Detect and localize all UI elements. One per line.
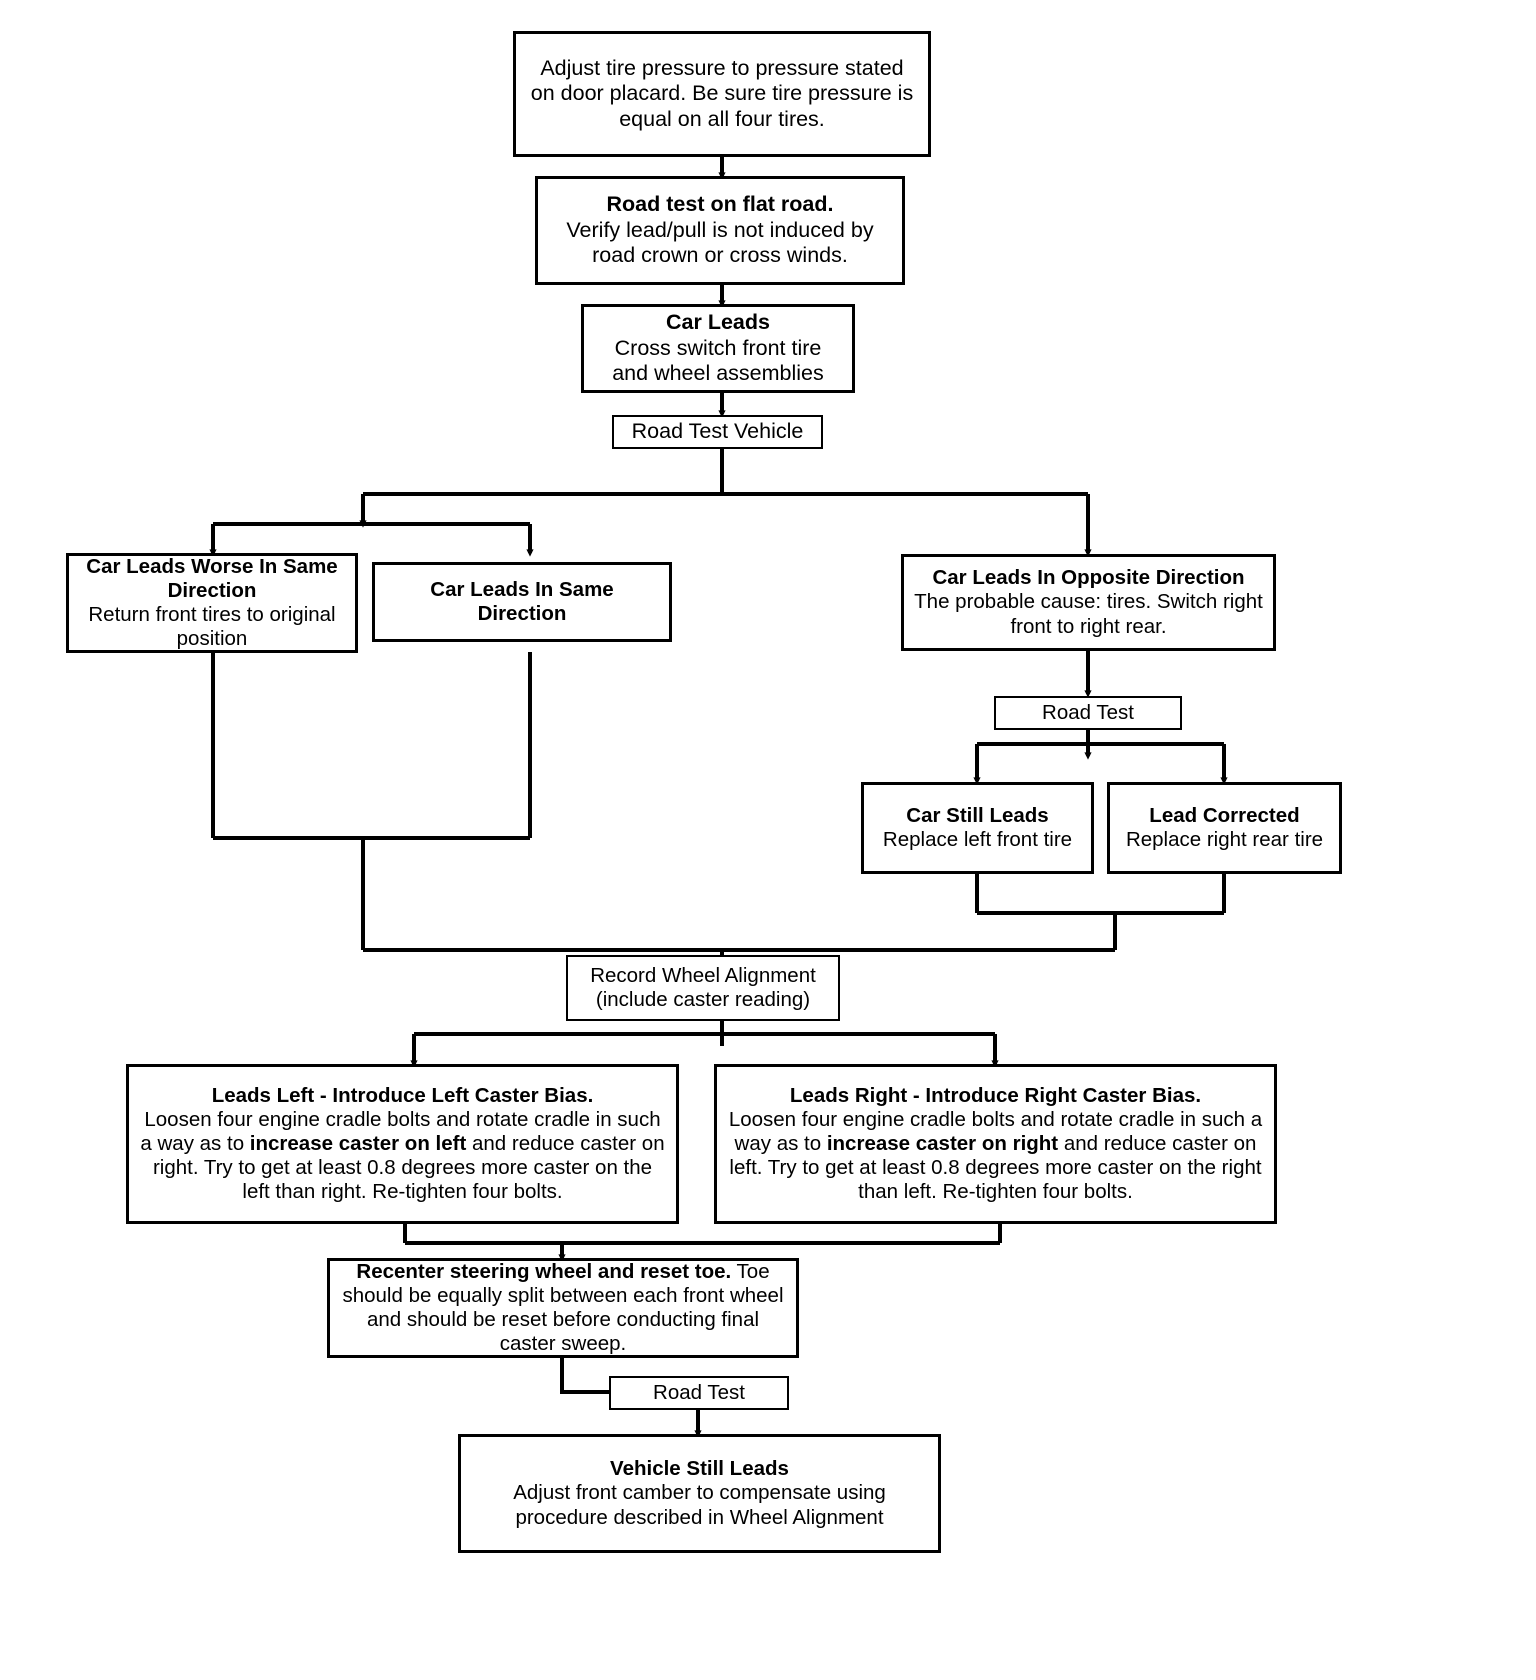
node-adjust-tire-pressure[interactable]: Adjust tire pressure to pressure stated …: [513, 31, 931, 157]
node-body: Cross switch front tire and wheel assemb…: [612, 335, 824, 386]
node-title: Car Leads In Same Direction: [430, 577, 614, 625]
node-road-test-2[interactable]: Road Test: [994, 696, 1182, 730]
node-title: Leads Right - Introduce Right Caster Bia…: [789, 1083, 1202, 1107]
node-title: Road test on flat road.: [606, 192, 834, 217]
node-body: The probable cause: tires. Switch right …: [914, 590, 1263, 638]
node-body: Replace right rear tire: [1125, 828, 1324, 851]
node-body: Adjust tire pressure to pressure stated …: [530, 55, 914, 131]
node-road-test-vehicle[interactable]: Road Test Vehicle: [612, 415, 823, 449]
node-title: Car Leads: [666, 310, 770, 335]
node-car-leads-worse-same-direction[interactable]: Car Leads Worse In Same Direction Return…: [66, 553, 358, 653]
node-title: Lead Corrected: [1149, 803, 1300, 827]
node-title: Car Leads Worse In Same Direction: [86, 554, 338, 602]
node-car-still-leads[interactable]: Car Still Leads Replace left front tire: [861, 782, 1094, 874]
node-record-wheel-alignment[interactable]: Record Wheel Alignment (include caster r…: [566, 955, 840, 1021]
node-car-leads-opposite-direction[interactable]: Car Leads In Opposite Direction The prob…: [901, 554, 1276, 651]
edge-recenter-to-roadtest3: [560, 1358, 610, 1394]
node-body: Adjust front camber to compensate using …: [513, 1481, 886, 1529]
node-vehicle-still-leads[interactable]: Vehicle Still Leads Adjust front camber …: [458, 1434, 941, 1553]
node-road-test-3[interactable]: Road Test: [609, 1376, 789, 1410]
node-car-leads-in-same-direction[interactable]: Car Leads In Same Direction: [372, 562, 672, 642]
node-body: Replace left front tire: [882, 828, 1073, 851]
node-body: Verify lead/pull is not induced by road …: [566, 217, 874, 268]
node-leads-right-caster-bias[interactable]: Leads Right - Introduce Right Caster Bia…: [714, 1064, 1277, 1224]
node-title: Car Leads In Opposite Direction: [932, 566, 1245, 590]
node-car-leads[interactable]: Car Leads Cross switch front tire and wh…: [581, 304, 855, 393]
node-body: Return front tires to original position: [88, 603, 336, 651]
node-body: Road Test: [1042, 700, 1134, 724]
node-body: Road Test: [653, 1380, 745, 1404]
node-lead-corrected[interactable]: Lead Corrected Replace right rear tire: [1107, 782, 1342, 874]
node-body: Loosen four engine cradle bolts and rota…: [728, 1107, 1263, 1204]
node-leads-left-caster-bias[interactable]: Leads Left - Introduce Left Caster Bias.…: [126, 1064, 679, 1224]
node-title: Vehicle Still Leads: [610, 1457, 789, 1481]
node-road-test-flat-road[interactable]: Road test on flat road. Verify lead/pull…: [535, 176, 905, 285]
node-title: Leads Left - Introduce Left Caster Bias.: [211, 1083, 594, 1107]
node-body: Recenter steering wheel and reset toe. T…: [342, 1259, 784, 1356]
node-body: Loosen four engine cradle bolts and rota…: [140, 1107, 665, 1204]
node-body: Record Wheel Alignment (include caster r…: [590, 963, 816, 1011]
node-body: Road Test Vehicle: [631, 419, 804, 444]
node-title: Car Still Leads: [906, 803, 1049, 827]
node-recenter-steering-wheel[interactable]: Recenter steering wheel and reset toe. T…: [327, 1258, 799, 1358]
